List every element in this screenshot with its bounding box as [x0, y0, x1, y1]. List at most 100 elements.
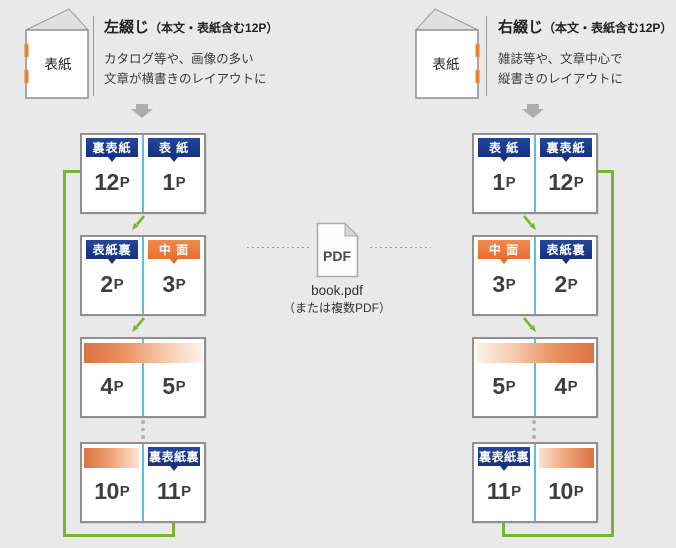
badge-text: 裏表紙裏: [478, 450, 529, 464]
left-desc-line1: カタログ等や、画像の多い: [104, 52, 254, 66]
page-label-badge: 表 紙: [478, 138, 530, 162]
right-binding-title-text: 右綴じ: [498, 19, 544, 36]
next-spread-arrow-icon: [132, 317, 146, 332]
spine-divider: [142, 444, 144, 521]
right-loop-line-vertical: [611, 170, 614, 537]
page-label-badge: 表紙裏: [86, 240, 138, 264]
right-binding-description: 雑誌等や、文章中心で 縦書きのレイアウトに: [498, 49, 623, 89]
page-label-badge: 裏表紙裏: [148, 447, 200, 471]
left-loop-line-vertical: [63, 170, 66, 537]
page-label-badge: 表 紙: [148, 138, 200, 162]
next-spread-arrow-icon: [522, 317, 536, 332]
badge-text: 中 面: [488, 243, 520, 257]
ellipsis-dots: [141, 420, 145, 443]
pdf-icon-label: PDF: [323, 248, 351, 264]
right-binding-title: 右綴じ（本文・表紙含む12P）: [498, 16, 672, 37]
left-book-cover-label: 表紙: [45, 57, 72, 72]
page-label-badge: 表紙裏: [540, 240, 592, 264]
right-desc-line1: 雑誌等や、文章中心で: [498, 52, 623, 66]
page-label-badge: 中 面: [478, 240, 530, 264]
left-binding-title-text: 左綴じ: [104, 19, 150, 36]
next-spread-arrow-icon: [132, 215, 146, 230]
ellipsis-dots: [532, 420, 536, 443]
left-binding-description: カタログ等や、画像の多い 文章が横書きのレイアウトに: [104, 49, 267, 89]
content-band: [476, 343, 594, 363]
pdf-file-icon: PDF: [316, 222, 359, 278]
content-band: [84, 343, 202, 363]
right-loop-line-stub: [502, 521, 505, 537]
spine-divider: [142, 339, 144, 416]
pdf-connector-dotted-line: [247, 247, 309, 249]
badge-text: 裏表紙裏: [148, 450, 199, 464]
badge-text: 表紙裏: [92, 243, 132, 257]
content-band: [84, 448, 139, 468]
right-binding-note: （本文・表紙含む12P）: [543, 21, 673, 35]
page-label-badge: 裏表紙: [540, 138, 592, 162]
badge-text: 表 紙: [488, 141, 520, 155]
next-spread-arrow-icon: [522, 215, 536, 230]
left-bound-book-icon: 表紙: [24, 8, 90, 99]
pdf-file-name: book.pdf: [311, 283, 363, 298]
page-label-badge: 中 面: [148, 240, 200, 264]
spine-divider: [142, 237, 144, 314]
right-header-divider: [486, 16, 487, 96]
pdf-file-note: （または複数PDF）: [282, 301, 391, 315]
right-desc-line2: 縦書きのレイアウトに: [498, 72, 624, 86]
badge-text: 表紙裏: [546, 243, 586, 257]
left-header-divider: [93, 16, 94, 96]
pdf-connector-dotted-line: [370, 247, 431, 249]
spine-divider: [534, 339, 536, 416]
left-binding-note: （本文・表紙含む12P）: [149, 21, 279, 35]
badge-text: 裏表紙: [92, 141, 132, 155]
left-loop-line-top: [63, 170, 84, 173]
down-arrow-icon: [131, 104, 153, 118]
page-label-badge: 裏表紙: [86, 138, 138, 162]
page-label-badge: 裏表紙裏: [478, 447, 530, 471]
left-loop-line-bottom: [63, 534, 175, 537]
spine-divider: [534, 444, 536, 521]
right-book-cover-label: 表紙: [433, 57, 460, 72]
left-loop-line-stub: [172, 521, 175, 537]
spine-divider: [534, 135, 536, 212]
content-band: [539, 448, 594, 468]
left-binding-title: 左綴じ（本文・表紙含む12P）: [104, 16, 278, 37]
badge-text: 裏表紙: [546, 141, 586, 155]
